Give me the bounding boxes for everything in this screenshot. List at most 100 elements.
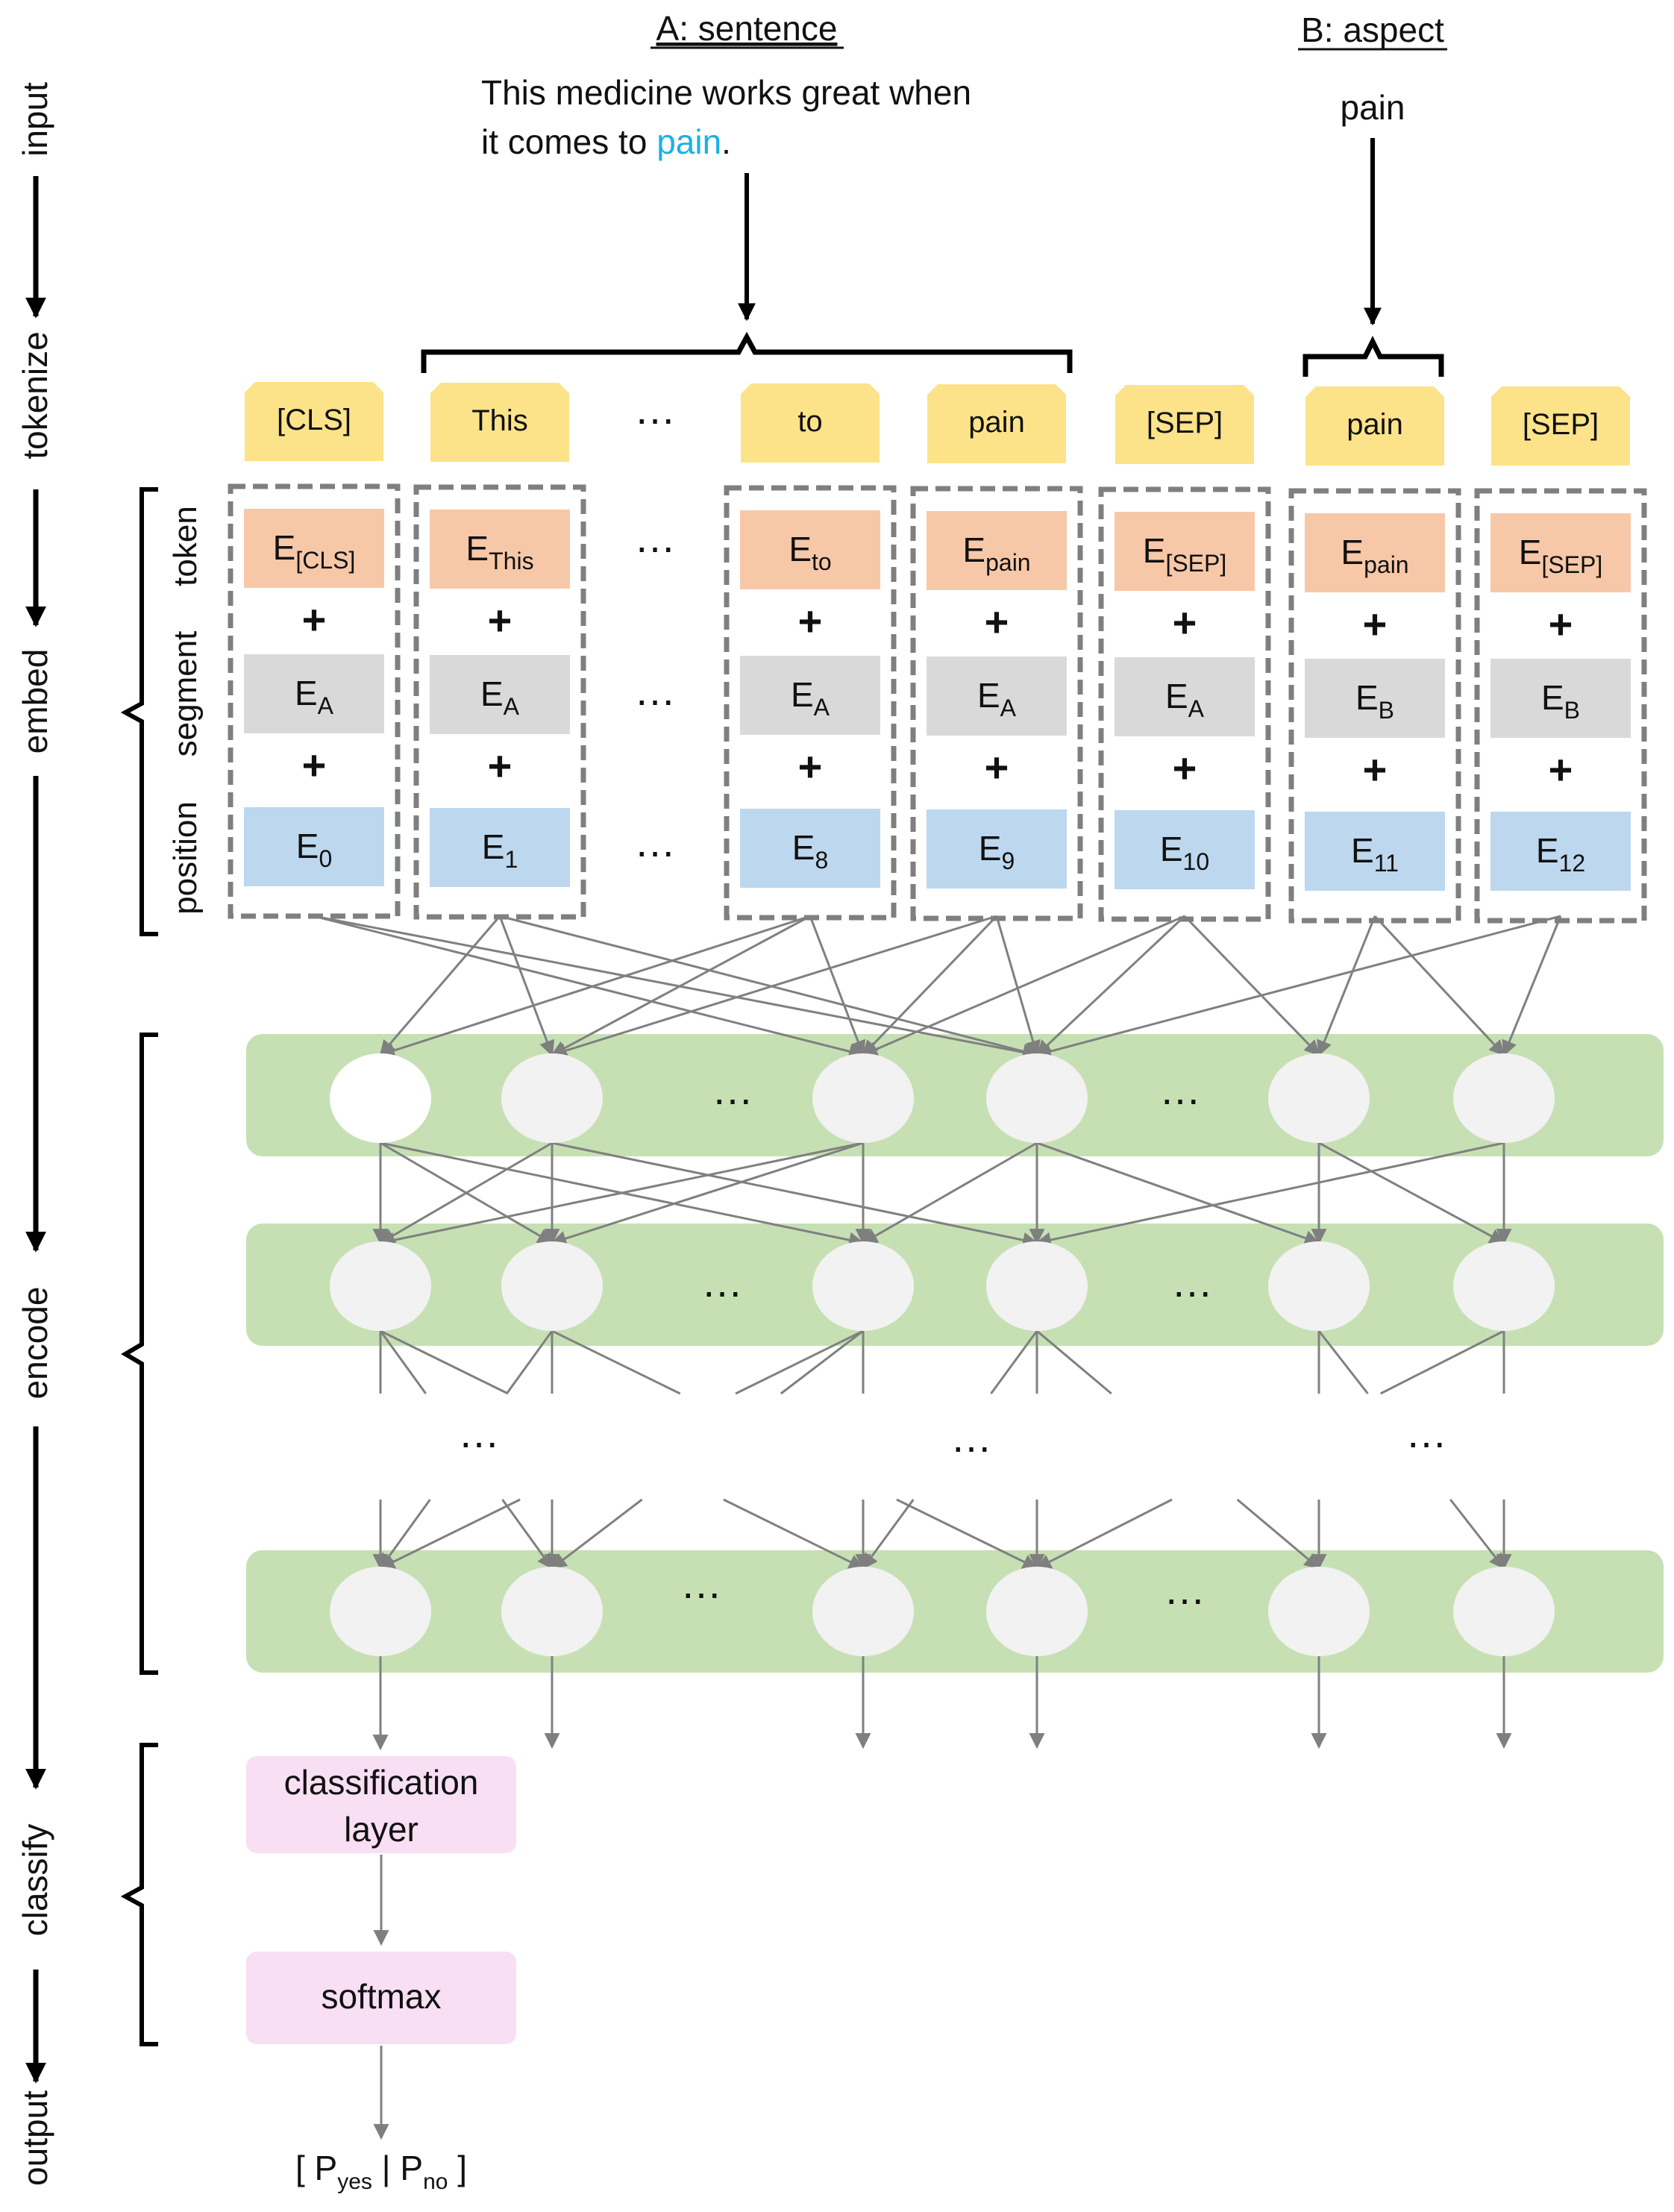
segment-embedding [740,656,880,735]
output-mid: | P [372,2149,423,2187]
plus-sign: + [985,598,1009,645]
sentence-header: A: sentence [656,9,838,48]
classify-brace [120,1743,158,2046]
row-label-position: position [167,801,204,915]
connection-arrow [379,1498,521,1570]
sentence-line2-prefix: it comes to [481,122,656,161]
ellipsis: … [680,1560,722,1607]
ellipsis: … [701,1259,743,1306]
plus-sign: + [1549,746,1573,793]
token-embedding-label: E[SEP] [1519,533,1603,578]
sentence-highlight-pain: pain [656,122,721,161]
connection-line [1379,1329,1505,1395]
token-word: [CLS] [277,404,351,436]
connection-arrow [551,915,811,1056]
output-open: [ P [295,2149,337,2187]
classification-label-line2: layer [344,1810,418,1849]
connection-arrow [809,915,866,1056]
ellipsis: … [458,1409,500,1456]
encoder-node [986,1567,1088,1656]
connection-arrows [313,915,1562,1751]
encoder-node [501,1241,603,1331]
token-embedding [244,509,384,588]
token-embedding-label: E[CLS] [273,528,356,574]
connection-arrow [1502,915,1562,1056]
embed-brace [120,487,158,936]
connection-arrow [501,1499,554,1570]
encode-brace [121,1033,158,1675]
connection-arrow [862,915,998,1056]
embedding-columns: E[CLS]+EA+E0EThis+EA+E1Eto+EA+E8Epain+EA… [228,483,1647,924]
plus-sign: + [1173,599,1197,646]
encoder-node [1268,1241,1370,1331]
encoder-node [1453,1241,1555,1331]
connection-arrow [862,915,1185,1057]
token-word: This [471,404,528,437]
input-sentence-line1: This medicine works great when [481,73,971,112]
plus-sign: + [488,742,512,789]
segment-embedding [244,654,384,733]
connection-arrow [723,1498,865,1570]
position-embedding [244,807,384,886]
position-embedding [1490,812,1631,891]
connection-arrow [862,1499,915,1570]
connection-line [380,1329,509,1395]
connection-arrow [378,1141,864,1248]
row-label-segment: segment [167,631,204,757]
stage-label-tokenize: tokenize [16,331,54,459]
plus-sign: + [985,744,1009,791]
encoder-node [1268,1567,1370,1656]
ellipsis: … [1164,1566,1206,1613]
connection-line [780,1329,864,1395]
connection-arrow [1183,915,1320,1056]
ellipsis: … [634,386,676,433]
token-embedding-label: E[SEP] [1143,531,1227,577]
output-probabilities: [ Pyes | Pno ] [295,2149,467,2194]
plus-sign: + [1363,746,1388,793]
encoder-nodes [330,1053,1555,1656]
connection-arrow [379,915,811,1059]
token-embedding [927,511,1067,590]
connection-line [379,1330,427,1394]
ellipsis: … [712,1066,753,1113]
segment-embedding [927,657,1067,736]
token-box [1305,386,1444,466]
token-box [245,382,383,461]
connection-arrow [1317,915,1376,1056]
segment-embedding-label: EA [791,675,830,721]
connection-arrow [1035,915,1186,1056]
input-sentence-line2: it comes to pain. [481,122,731,161]
plus-sign: + [1549,601,1573,648]
output-close: ] [448,2149,467,2187]
token-box [430,383,569,462]
encoder-node [1453,1053,1555,1143]
aspect-header: B: aspect [1301,10,1444,49]
segment-embedding-label: EA [480,674,520,720]
plus-sign: + [302,742,327,789]
embedding-column-frame [1474,488,1647,924]
stage-label-embed: embed [16,649,54,754]
token-word: to [797,405,822,438]
token-word: pain [968,406,1025,439]
connection-arrow [1373,915,1505,1056]
encoder-node [986,1053,1088,1143]
ellipsis: … [1171,1259,1213,1306]
softmax-box [246,1952,516,2044]
connection-arrow [862,1141,1038,1244]
connection-line [1317,1330,1369,1394]
position-embedding-label: E0 [296,827,332,872]
classification-label-line1: classification [284,1763,479,1802]
connection-arrow [995,915,1041,1057]
encoder-node [1453,1567,1555,1656]
connection-arrow [1035,915,1561,1059]
stage-label-classify: classify [16,1824,54,1937]
encoder-node [330,1567,431,1656]
encoder-layer [246,1550,1664,1673]
softmax-label: softmax [321,1977,441,2016]
ellipsis: … [634,818,676,865]
connection-line [735,1329,864,1395]
encoder-node [330,1241,431,1331]
connection-arrow [379,915,501,1056]
